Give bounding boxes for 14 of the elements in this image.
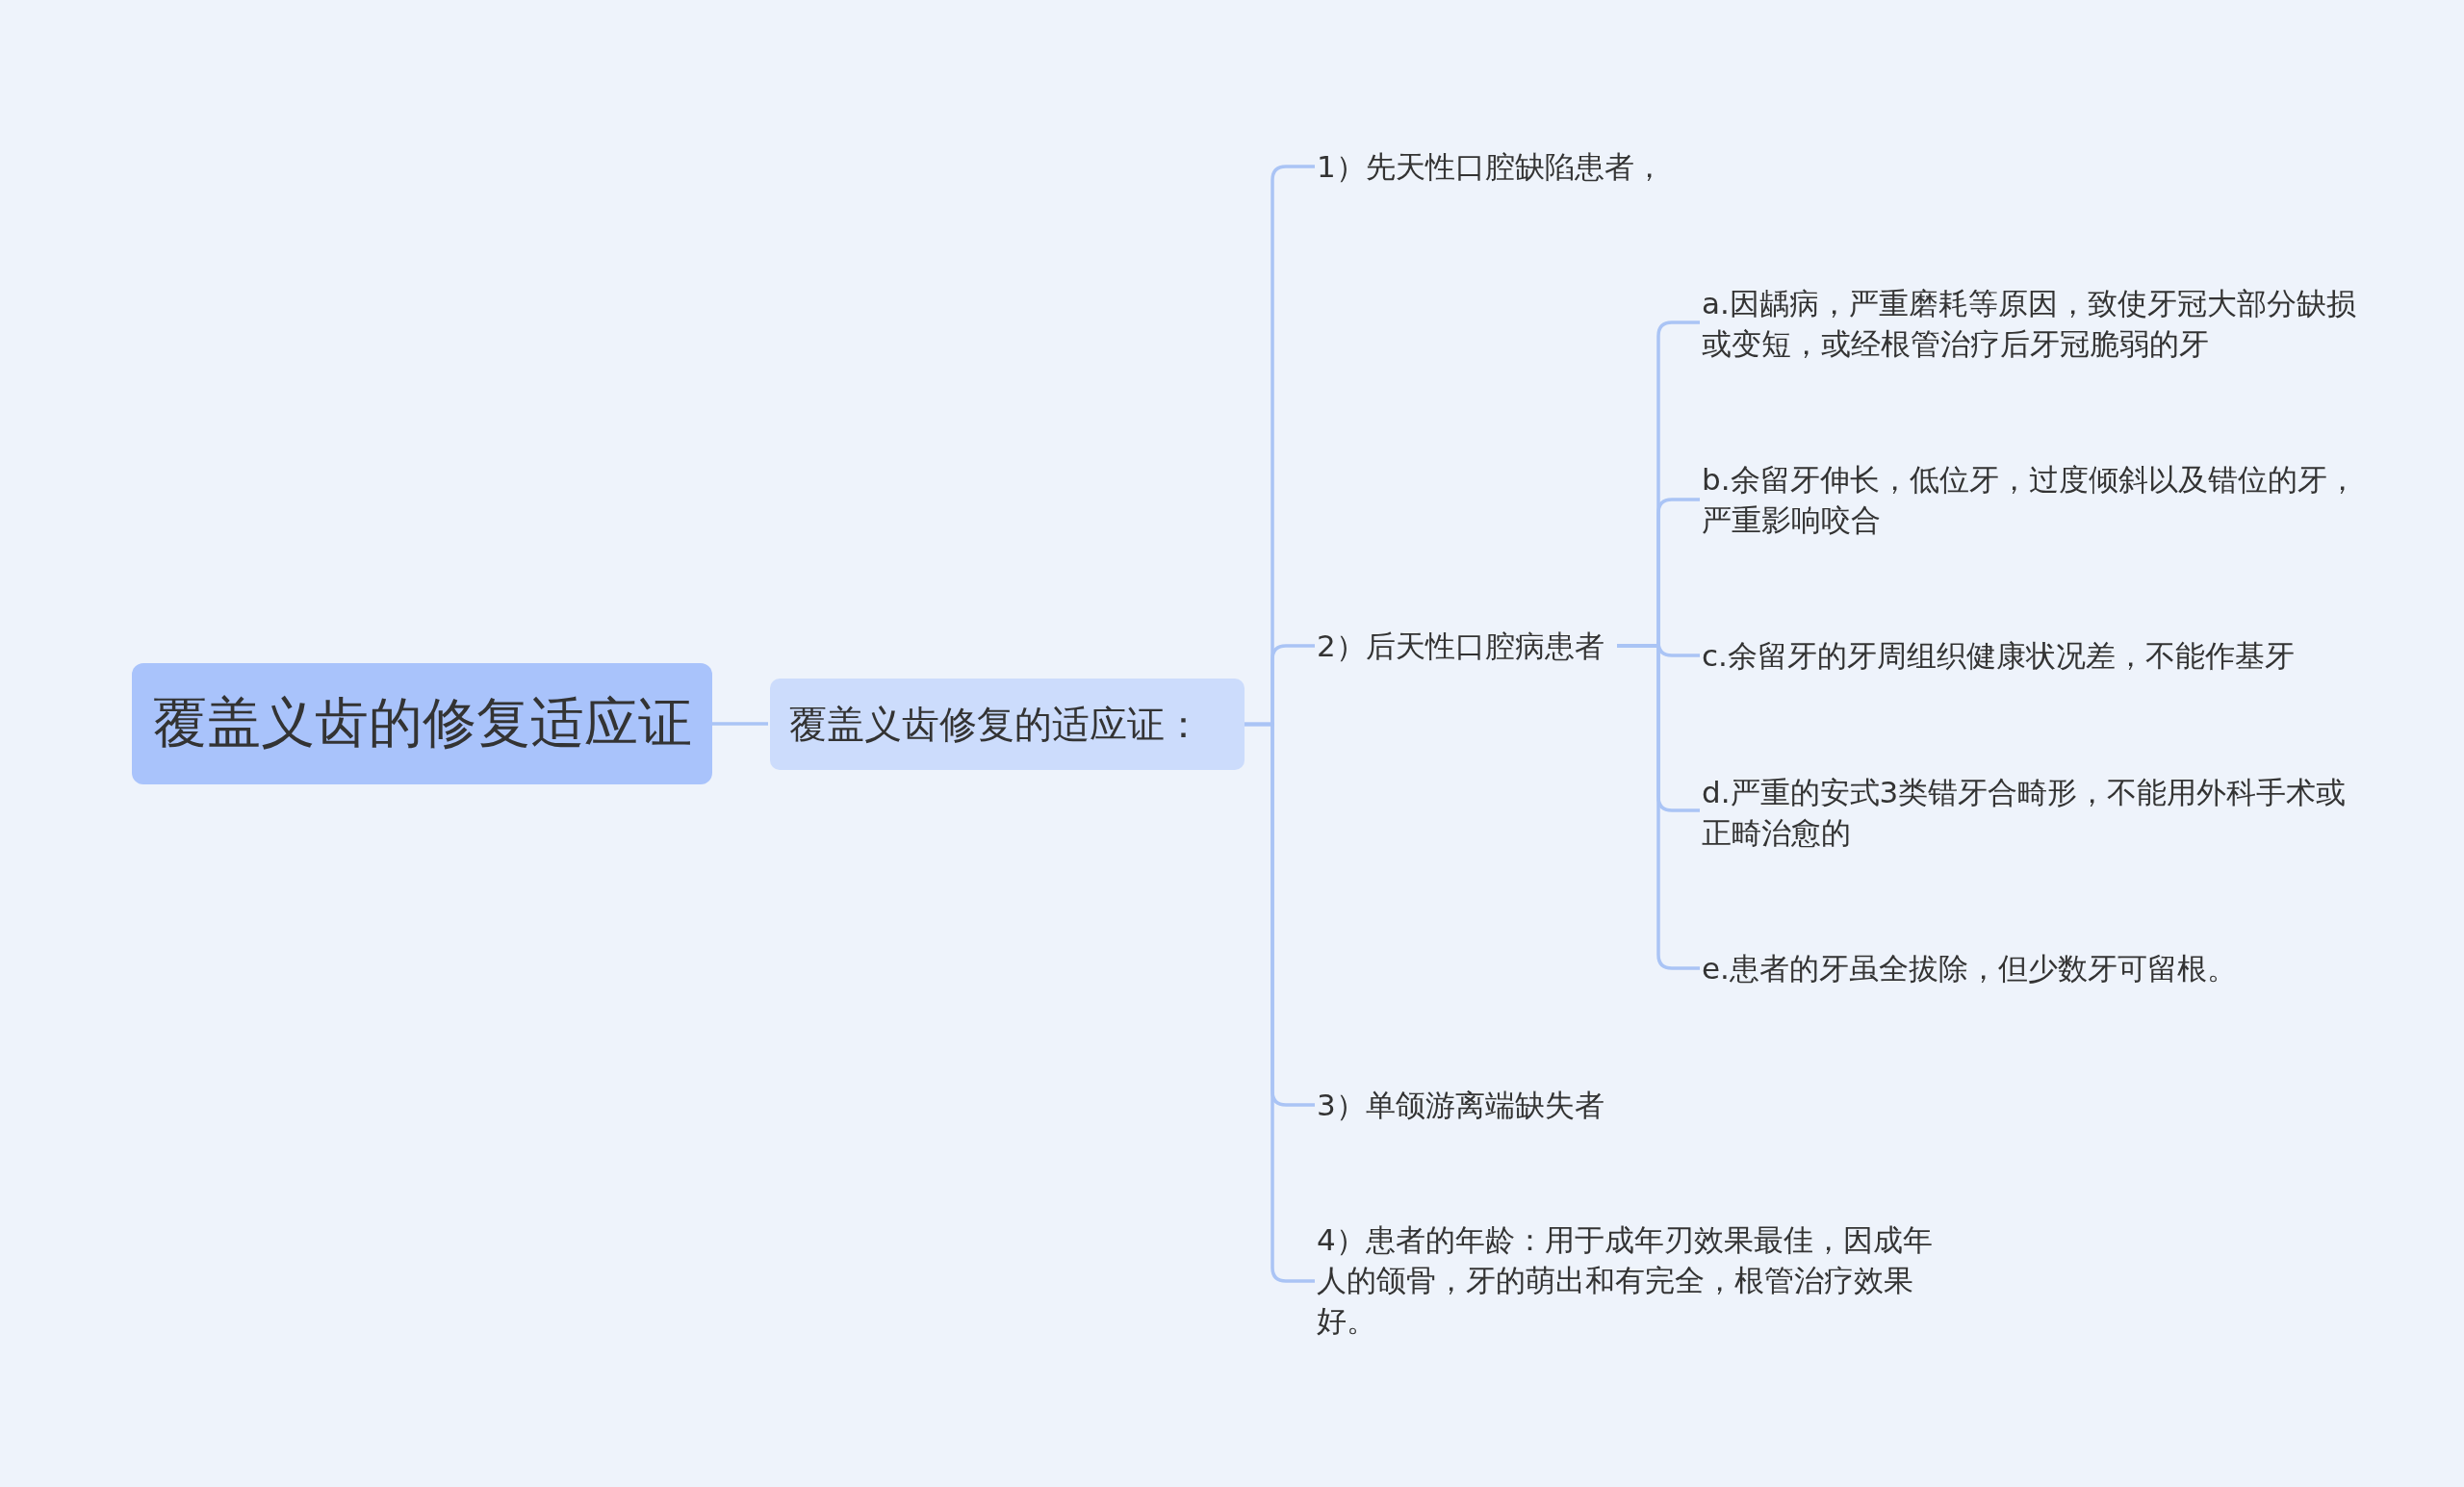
topic-text: 3）单颌游离端缺失者 bbox=[1317, 1085, 1856, 1125]
connector-line bbox=[1617, 644, 1700, 970]
topic-text: a.因龋病，严重磨耗等原因，致使牙冠大部分缺损或变短，或经根管治疗后牙冠脆弱的牙 bbox=[1702, 283, 2375, 364]
topic-box: 覆盖义齿修复的适应证： bbox=[770, 679, 1245, 770]
central-topic-box: 覆盖义齿的修复适应证 bbox=[132, 663, 712, 784]
topic-text: 1）先天性口腔缺陷患者， bbox=[1317, 146, 1856, 187]
topic-text: 2）后天性口腔病患者 bbox=[1317, 626, 1625, 666]
topic-text: 4）患者的年龄：用于成年刃效果最佳，因成年人的颌骨，牙的萌出和有完全，根管治疗效果好。 bbox=[1317, 1219, 1952, 1341]
topic-text: b.余留牙伸长，低位牙，过度倾斜以及错位的牙，严重影响咬合 bbox=[1702, 459, 2375, 540]
connector-line bbox=[1245, 722, 1315, 1283]
topic-text: e.患者的牙虽全拔除，但少数牙可留根。 bbox=[1702, 948, 2375, 988]
topic-text: d.严重的安式3类错牙合畸形，不能用外科手术或正畸治愈的 bbox=[1702, 772, 2375, 853]
connector-line bbox=[712, 722, 768, 726]
topic-text: c.余留牙的牙周组织健康状况差，不能作基牙 bbox=[1702, 635, 2375, 676]
